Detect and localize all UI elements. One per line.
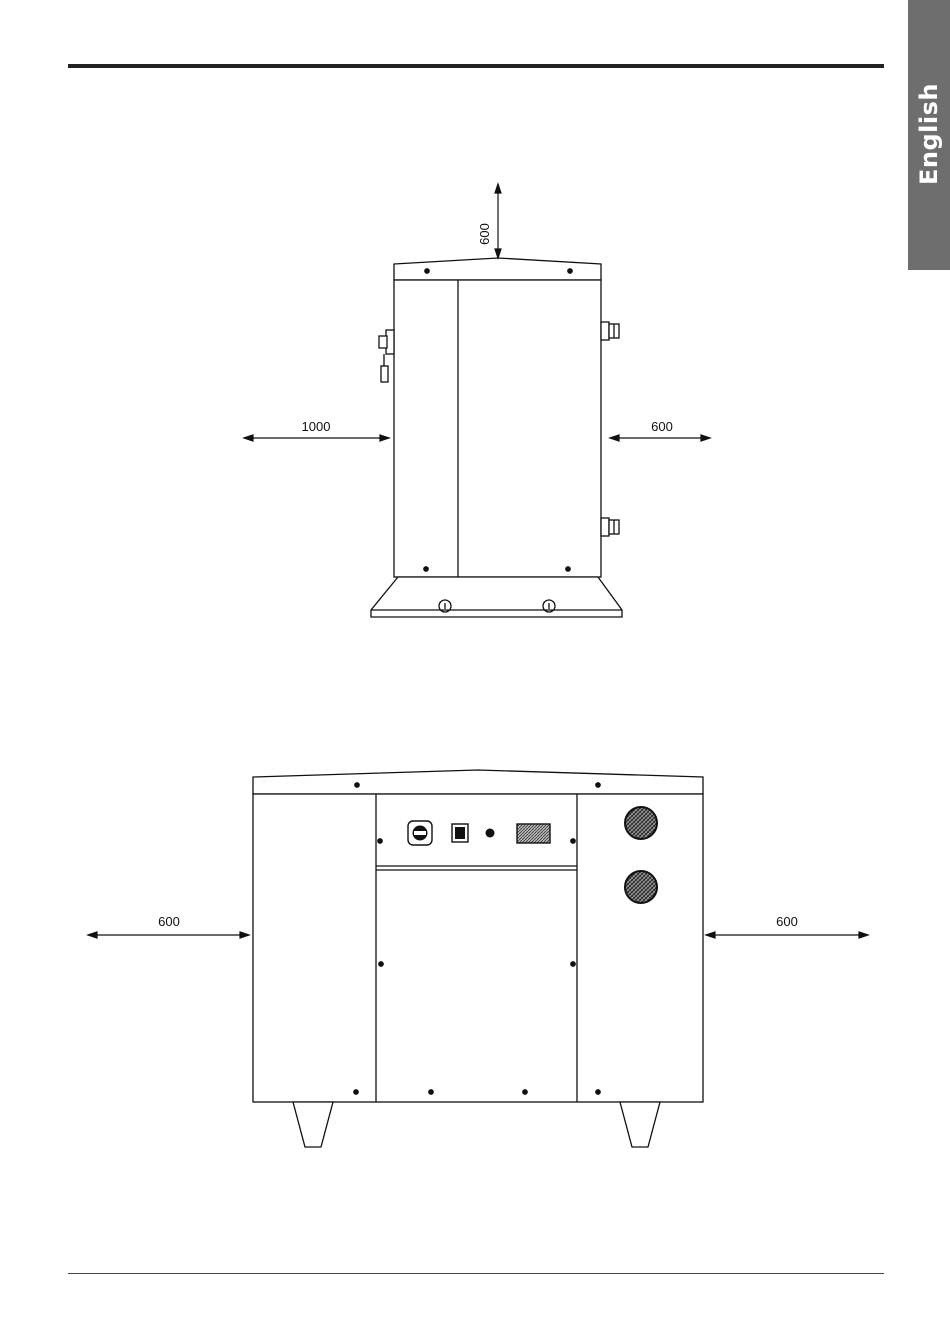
- display-panel-icon: [517, 824, 550, 843]
- footer-rule: [68, 1273, 884, 1274]
- side-dim-right-label: 600: [651, 419, 673, 434]
- gauge-lower-icon: [625, 871, 657, 903]
- side-dim-left-arrow: [244, 435, 389, 441]
- side-dim-top-label: 600: [477, 223, 492, 245]
- gauge-upper-icon: [625, 807, 657, 839]
- front-dim-right-label: 600: [776, 914, 798, 929]
- power-switch-icon: [408, 821, 432, 845]
- side-view-unit: [371, 258, 622, 617]
- front-dim-left-label: 600: [158, 914, 180, 929]
- front-dim-left-arrow: [88, 932, 249, 938]
- indicator-square-icon: [452, 824, 468, 842]
- side-dim-top-arrow: [495, 184, 501, 258]
- side-dim-left-label: 1000: [302, 419, 331, 434]
- side-dim-right-arrow: [610, 435, 710, 441]
- indicator-dot-icon: [486, 829, 495, 838]
- front-dim-right-arrow: [706, 932, 868, 938]
